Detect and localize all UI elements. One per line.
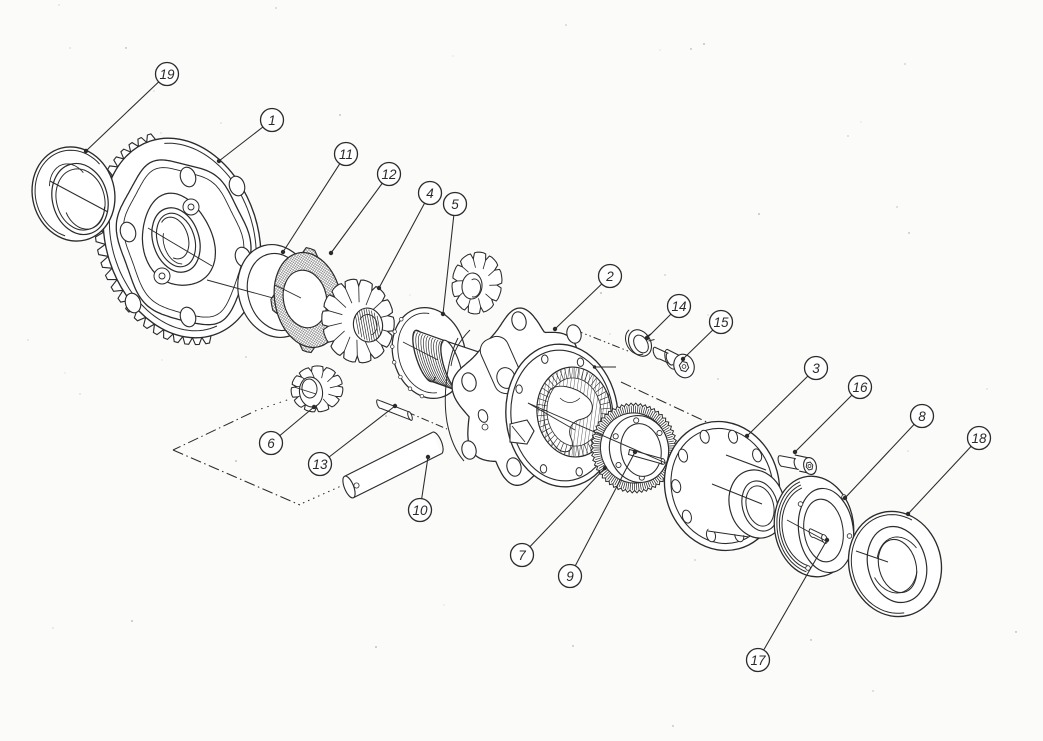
svg-text:10: 10	[412, 503, 428, 518]
svg-text:4: 4	[426, 186, 434, 201]
svg-text:8: 8	[918, 409, 926, 424]
svg-text:5: 5	[451, 197, 459, 212]
svg-text:9: 9	[566, 569, 574, 584]
svg-text:17: 17	[750, 653, 766, 668]
svg-text:3: 3	[812, 361, 820, 376]
svg-text:16: 16	[852, 380, 868, 395]
svg-text:2: 2	[605, 269, 614, 284]
svg-text:6: 6	[267, 436, 275, 451]
svg-text:13: 13	[312, 457, 328, 472]
svg-text:14: 14	[671, 299, 686, 314]
svg-text:1: 1	[268, 113, 276, 128]
svg-text:15: 15	[713, 315, 729, 330]
svg-text:19: 19	[159, 67, 175, 82]
svg-text:12: 12	[381, 167, 397, 182]
svg-text:11: 11	[339, 147, 353, 162]
svg-text:7: 7	[518, 548, 526, 563]
svg-text:18: 18	[971, 431, 987, 446]
